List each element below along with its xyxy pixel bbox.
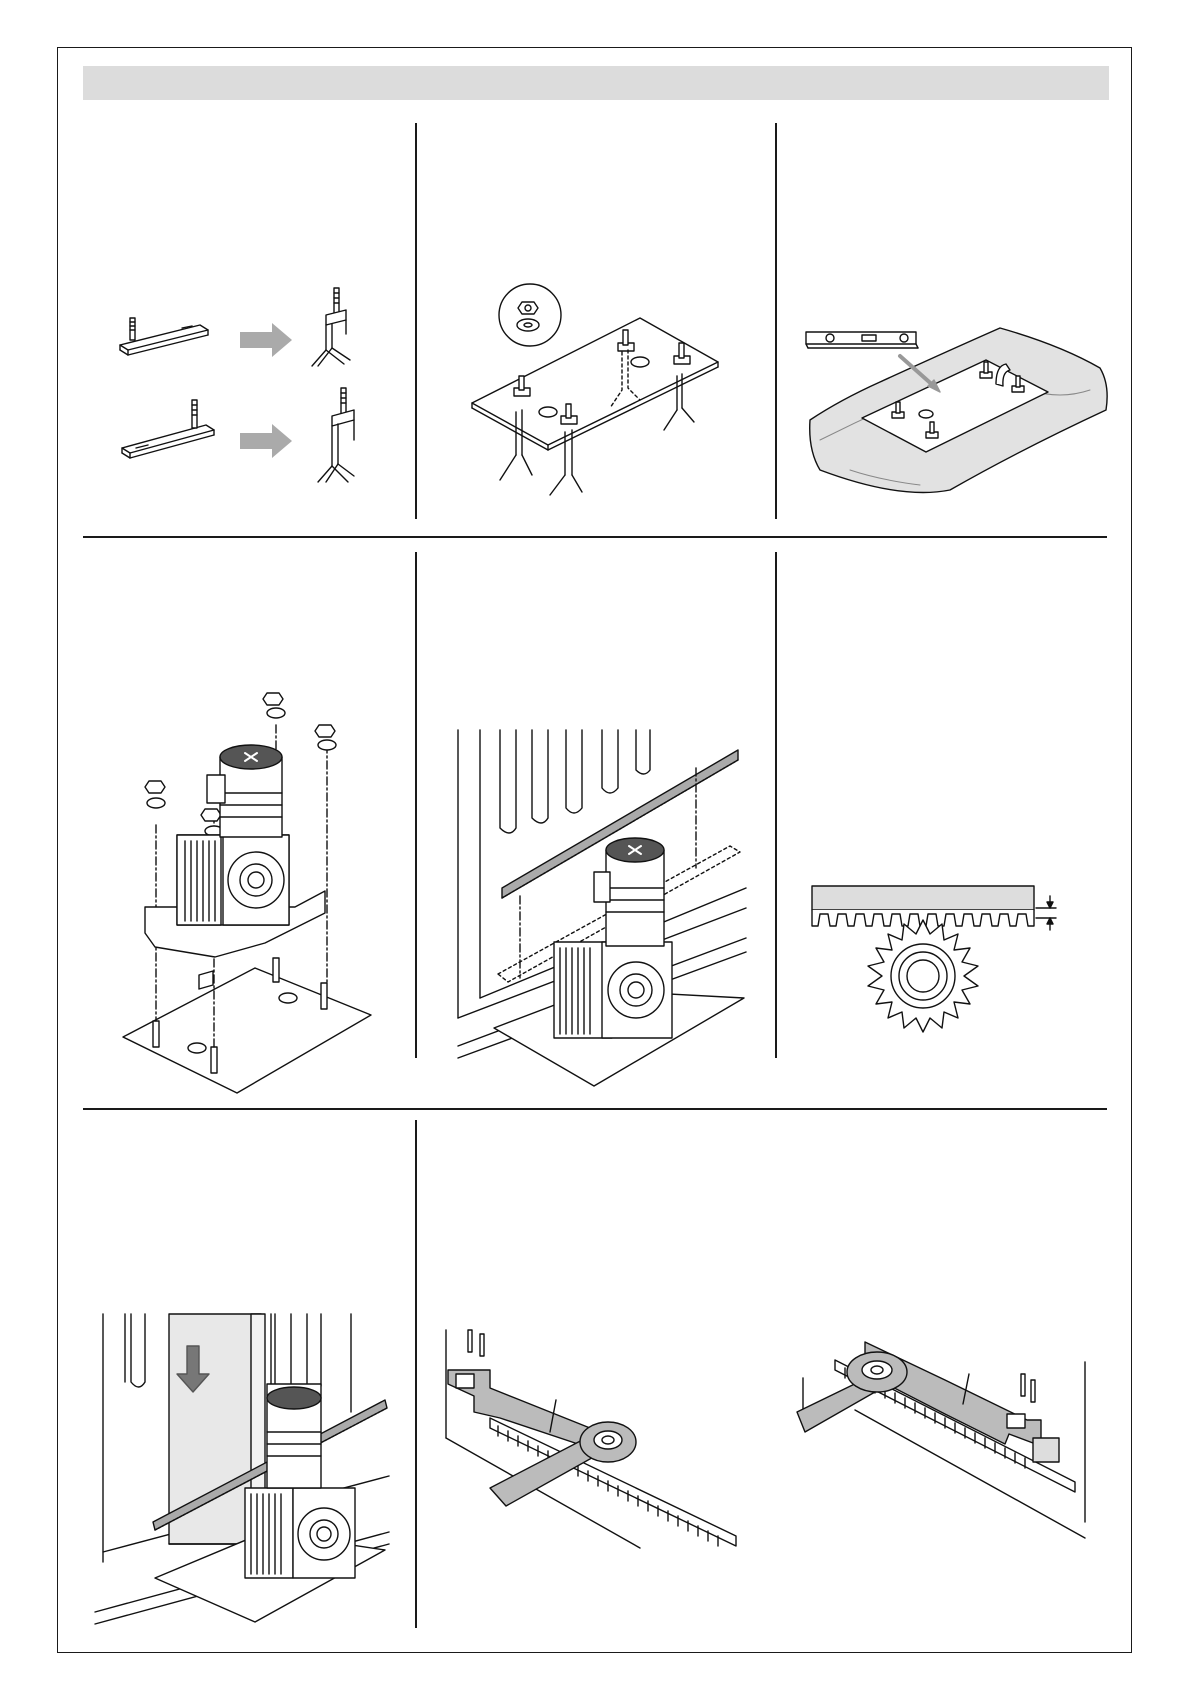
- nut-washer-detail: [499, 284, 561, 346]
- gearmotor: [554, 838, 672, 1038]
- anchor-plate-flat-top: [120, 318, 208, 355]
- right-arrow-icon: [240, 424, 292, 458]
- foundation-plate: [123, 968, 371, 1093]
- pinion-gear: [868, 920, 978, 1032]
- hex-nut-icon: [518, 302, 538, 314]
- col-divider-row1-a: [415, 123, 417, 519]
- clearance-dimension: [1036, 896, 1056, 930]
- right-arrow-icon: [240, 323, 292, 357]
- row-divider-1: [83, 536, 1107, 538]
- washer-icon: [517, 319, 539, 331]
- anchor-bracket-top: [312, 288, 350, 366]
- header-bar: [83, 66, 1109, 100]
- anchor-plate-flat-bottom: [122, 400, 214, 458]
- spirit-level-icon: [806, 332, 918, 348]
- col-divider-row3-a: [415, 1120, 417, 1628]
- rack-end-block: [1033, 1438, 1059, 1462]
- col-divider-row2-a: [415, 552, 417, 1058]
- col-divider-row2-b: [775, 552, 777, 1058]
- row-divider-2: [83, 1108, 1107, 1110]
- screws: [468, 1330, 484, 1356]
- screws: [1021, 1374, 1035, 1402]
- gearmotor: [145, 745, 325, 989]
- anchor-bracket-bottom: [318, 388, 354, 482]
- col-divider-row1-b: [775, 123, 777, 519]
